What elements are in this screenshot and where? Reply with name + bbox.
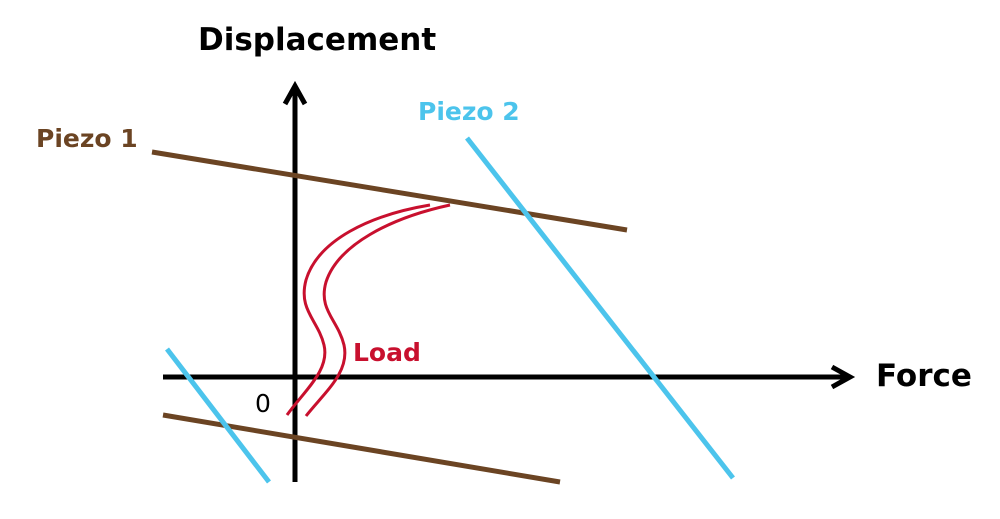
- piezo2-line-left: [165, 347, 271, 484]
- load-curve-inner: [285, 203, 431, 416]
- origin-label: 0: [255, 389, 271, 418]
- y-axis-label: Displacement: [198, 22, 437, 58]
- piezo1-label: Piezo 1: [36, 124, 138, 153]
- x-axis-label: Force: [876, 358, 972, 394]
- load-curve-outer: [304, 203, 451, 417]
- x-axis-arrowhead: [830, 364, 856, 390]
- piezo2-label: Piezo 2: [418, 97, 520, 126]
- y-axis-arrowhead: [282, 80, 308, 106]
- piezo1-line-upper: [151, 149, 628, 233]
- piezo2-line-right: [465, 136, 735, 480]
- load-label: Load: [353, 338, 421, 367]
